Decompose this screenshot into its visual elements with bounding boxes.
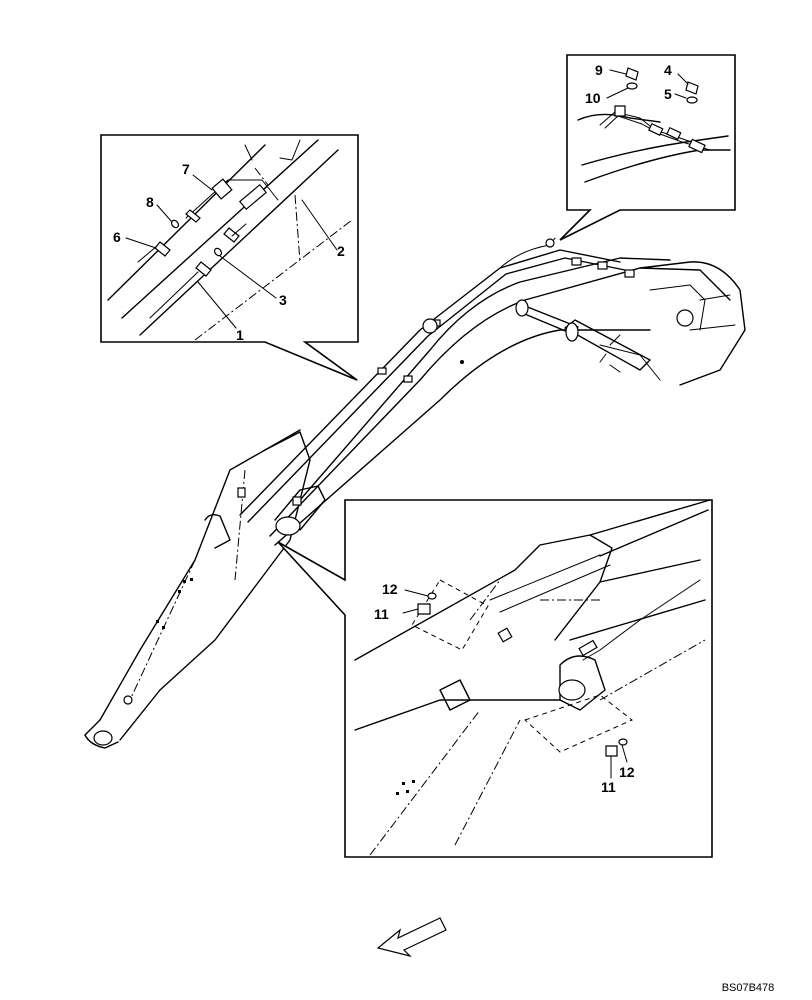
callout-12-lower: 12 [619,764,635,780]
boom-cylinder [515,299,651,373]
o-ring-5 [686,96,698,104]
boom-foot-pin [676,309,694,327]
boom-and-arm [84,237,746,749]
callout-11-upper: 11 [374,606,389,622]
detail-box-top-left: 1 2 3 6 7 8 [100,134,359,381]
callout-7: 7 [182,161,190,177]
callout-3: 3 [279,292,287,308]
o-ring-12-upper [427,592,437,600]
plug-11-lower [605,745,618,757]
fitting-3 [195,227,240,277]
cap-9 [625,67,639,81]
detail-box-top-right: 9 10 4 5 [559,54,736,241]
arm-boom-pin [275,516,301,536]
o-ring-12-lower [618,738,628,746]
o-ring-3 [213,247,223,257]
callout-2: 2 [337,243,345,259]
detail-box-bottom: 12 11 12 11 [277,499,713,858]
cap-4 [685,81,699,95]
fitting-6 [137,241,171,263]
hose-7 [185,178,268,223]
callout-8: 8 [146,194,154,210]
top-fittings [614,105,706,154]
o-ring-8 [170,219,180,229]
callout-12-upper: 12 [382,581,398,597]
callout-10: 10 [585,90,601,106]
callout-1: 1 [236,327,244,343]
callout-5: 5 [664,86,672,102]
bottom-hose-fitting [497,627,598,657]
callout-6: 6 [113,229,121,245]
o-ring-10 [626,82,638,90]
bottom-pin-boss [559,655,606,711]
drawing-code: BS07B478 [722,982,775,994]
front-direction-arrow-icon [376,917,447,958]
callout-9: 9 [595,62,603,78]
zoom-pointer-top-left [304,341,358,381]
callout-4: 4 [664,62,672,78]
arm-tip-pin [93,730,113,746]
callout-11-lower: 11 [601,779,616,795]
plug-11-upper [417,603,431,615]
